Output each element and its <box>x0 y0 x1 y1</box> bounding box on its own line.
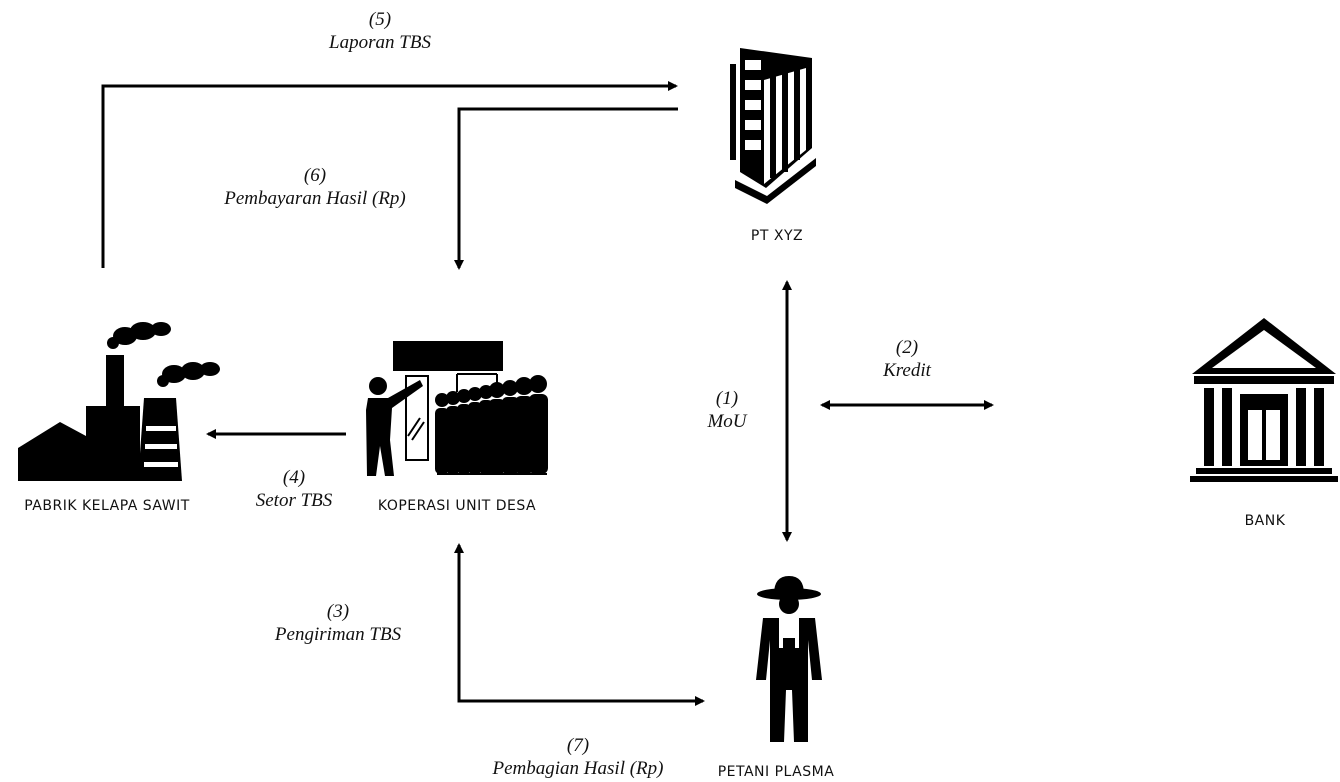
farmer-icon <box>756 576 822 742</box>
edge-number: (6) <box>303 165 327 186</box>
edge-text: Pengiriman TBS <box>274 624 402 645</box>
edge-3-7-pengiriman-pembagian-arrow <box>454 543 705 706</box>
node-label-koperasi-unit-desa: KOPERASI UNIT DESA <box>377 498 537 514</box>
edge-number: (1) <box>715 388 739 409</box>
edge-label-pengiriman-tbs: (3) Pengiriman TBS <box>275 600 401 646</box>
edge-text: Pembayaran Hasil (Rp) <box>224 188 406 209</box>
edge-number: (3) <box>326 601 350 622</box>
bank-building-icon <box>1190 318 1338 482</box>
factory-icon <box>18 322 220 481</box>
node-label-pt-xyz: PT XYZ <box>750 228 804 244</box>
cooperative-crowd-icon <box>366 341 548 476</box>
edge-number: (7) <box>566 735 590 756</box>
edge-5-laporan-arrow <box>101 81 678 268</box>
edge-text: MoU <box>707 411 747 432</box>
edge-label-pembayaran-hasil: (6) Pembayaran Hasil (Rp) <box>224 164 406 210</box>
edge-label-kredit: (2) Kredit <box>883 336 931 382</box>
edge-6-pembayaran-arrow <box>454 107 678 270</box>
edge-label-pembagian-hasil: (7) Pembagian Hasil (Rp) <box>493 734 664 780</box>
edge-label-laporan-tbs: (5) Laporan TBS <box>329 8 431 54</box>
office-building-icon <box>730 48 816 204</box>
edge-label-mou: (1) MoU <box>707 387 746 433</box>
node-label-pabrik-kelapa-sawit: PABRIK KELAPA SAWIT <box>24 498 190 514</box>
edge-label-setor-tbs: (4) Setor TBS <box>256 466 333 512</box>
edge-number: (5) <box>368 9 392 30</box>
edge-text: Setor TBS <box>255 490 333 511</box>
edge-text: Laporan TBS <box>329 32 431 53</box>
edge-number: (2) <box>895 337 919 358</box>
edge-number: (4) <box>282 467 306 488</box>
edge-text: Kredit <box>883 360 931 381</box>
edge-text: Pembagian Hasil (Rp) <box>492 758 664 779</box>
node-label-petani-plasma: PETANI PLASMA <box>717 764 835 780</box>
node-label-bank: BANK <box>1244 513 1286 529</box>
